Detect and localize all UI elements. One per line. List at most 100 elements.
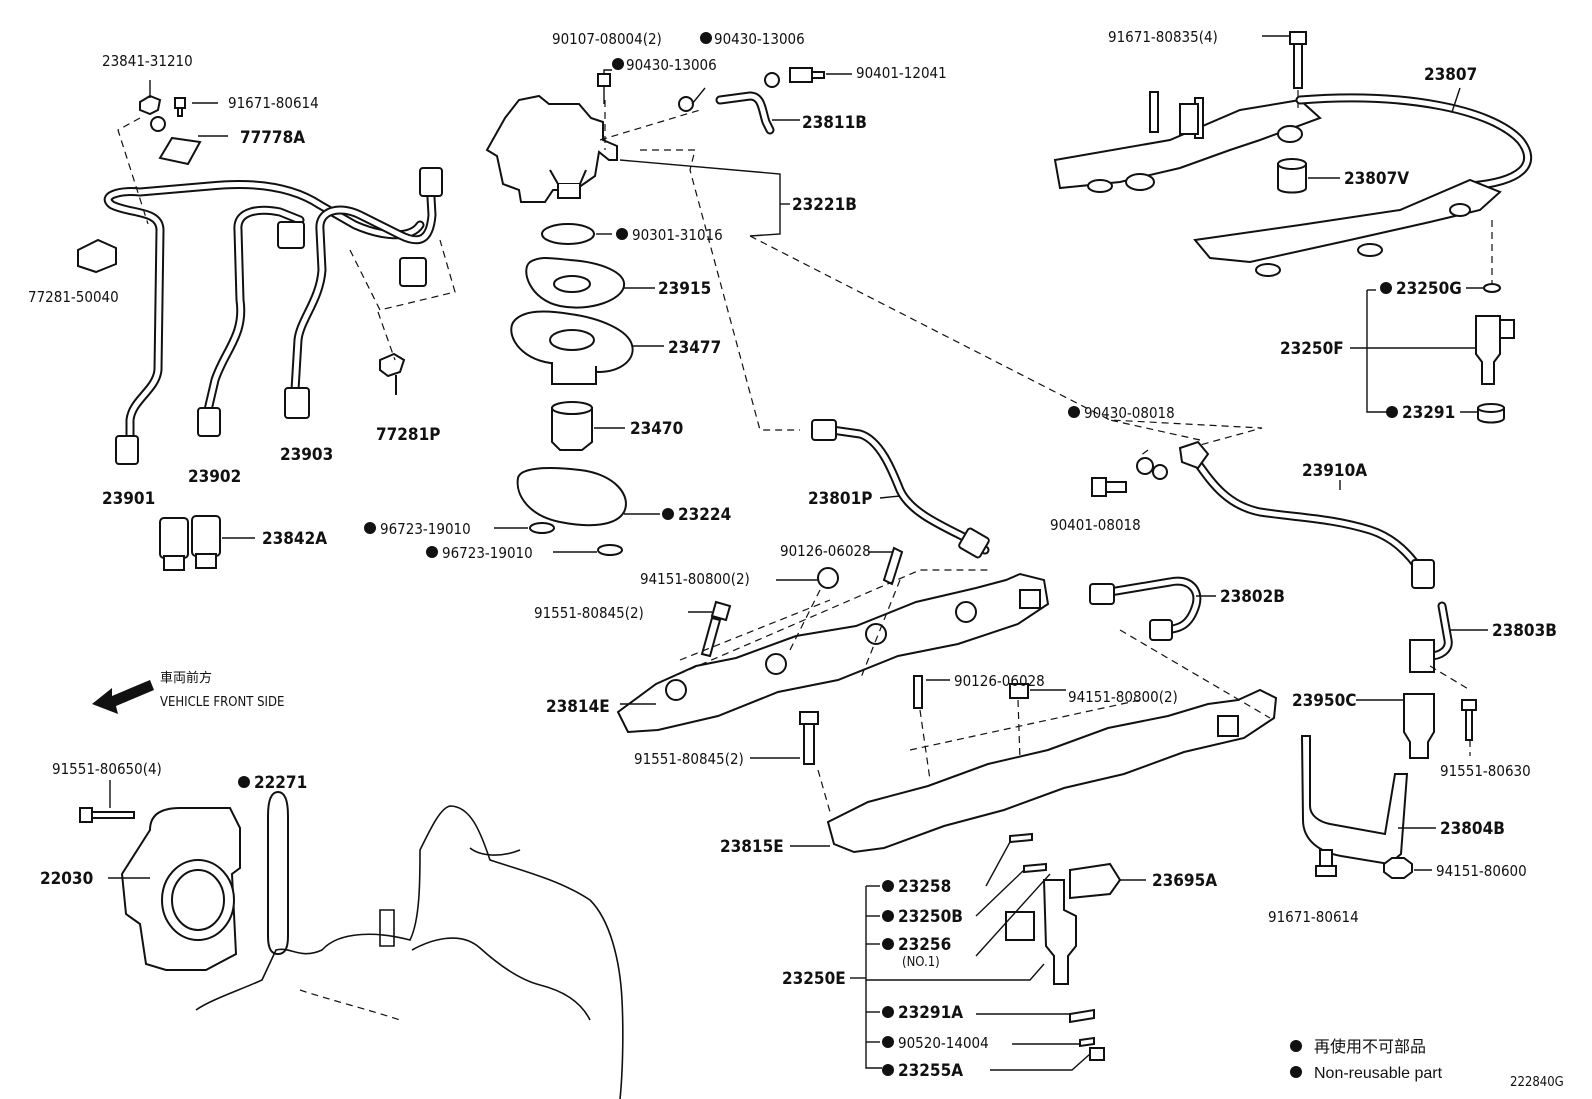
label-23250G: 23250G bbox=[1396, 279, 1462, 299]
label-94151-b: 94151-80800(2) bbox=[1068, 688, 1178, 706]
label-96723-b: 96723-19010 bbox=[442, 544, 533, 562]
label-91551-80650: 91551-80650(4) bbox=[52, 760, 162, 778]
clip-23841-part bbox=[139, 94, 162, 116]
label-23910A: 23910A bbox=[1302, 461, 1367, 481]
label-23250B: 23250B bbox=[898, 907, 963, 927]
bolt-91551-80845-a bbox=[700, 600, 732, 658]
label-90301: 90301-31016 bbox=[632, 226, 723, 244]
label-91551-80630: 91551-80630 bbox=[1440, 762, 1531, 780]
label-23901: 23901 bbox=[102, 489, 155, 509]
label-22030: 22030 bbox=[40, 869, 93, 889]
bolt-91551-80630 bbox=[1461, 699, 1477, 741]
nonreusable-dot-icon bbox=[426, 546, 438, 558]
label-23804B: 23804B bbox=[1440, 819, 1505, 839]
washer-90430-08018 bbox=[1136, 457, 1154, 475]
nonreusable-dot-icon bbox=[662, 508, 674, 520]
nut-94151-80600 bbox=[1383, 857, 1413, 879]
bolt-90401-08018 bbox=[1091, 477, 1127, 497]
injector-23250F bbox=[1475, 315, 1501, 385]
label-96723-a: 96723-19010 bbox=[380, 520, 471, 538]
nonreusable-dot-icon bbox=[882, 1064, 894, 1076]
bracket-23804B bbox=[1300, 735, 1409, 866]
direction-jp: 車両前方 bbox=[160, 670, 212, 686]
stud-90126-b bbox=[913, 675, 923, 709]
label-90430-08018: 90430-08018 bbox=[1084, 404, 1175, 422]
label-77778A: 77778A bbox=[240, 128, 305, 148]
nonreusable-dot-icon bbox=[1386, 406, 1398, 418]
cushion-23807V bbox=[1277, 163, 1307, 194]
bolt-91671-80614-b bbox=[1315, 849, 1337, 877]
direction-en: VEHICLE FRONT SIDE bbox=[160, 695, 284, 710]
clip-23695A bbox=[1069, 862, 1122, 900]
nonreusable-dot-icon bbox=[882, 938, 894, 950]
label-90520: 90520-14004 bbox=[898, 1034, 989, 1052]
seal-23250G bbox=[1483, 283, 1501, 293]
label-91671-80835: 91671-80835(4) bbox=[1108, 28, 1218, 46]
label-90401-08018: 90401-08018 bbox=[1050, 516, 1141, 534]
ring-23291A bbox=[1069, 1008, 1095, 1024]
label-23802B: 23802B bbox=[1220, 587, 1285, 607]
throttle-group bbox=[79, 780, 624, 1099]
label-23477: 23477 bbox=[668, 338, 721, 358]
connector-top-b bbox=[399, 257, 427, 287]
nonreusable-dot-icon bbox=[882, 1036, 894, 1048]
pump-group bbox=[485, 67, 1263, 556]
label-23291A: 23291A bbox=[898, 1003, 963, 1023]
oring-90301 bbox=[541, 223, 595, 245]
connector-top-a bbox=[277, 221, 305, 249]
diagram-code: 222840G bbox=[1510, 1075, 1564, 1090]
connector-23842A-part bbox=[159, 515, 221, 571]
label-23221B: 23221B bbox=[792, 195, 857, 215]
seal-23258 bbox=[1009, 832, 1033, 844]
nonreusable-dot-icon bbox=[364, 522, 376, 534]
gasket-77778A-part bbox=[158, 136, 202, 166]
nonreusable-dot-icon bbox=[1068, 406, 1080, 418]
label-23256: 23256 bbox=[898, 935, 951, 955]
connector-23903 bbox=[284, 387, 310, 419]
label-23950C: 23950C bbox=[1292, 691, 1356, 711]
cap-23255A bbox=[1089, 1047, 1105, 1061]
labels: 23841-31210 91671-80614 77778A 77281-500… bbox=[28, 28, 1557, 1081]
label-23807V: 23807V bbox=[1344, 169, 1409, 189]
label-23256-note: (NO.1) bbox=[902, 955, 940, 970]
nonreusable-dot-icon bbox=[882, 1006, 894, 1018]
nut-94151-b bbox=[1009, 683, 1029, 699]
label-23224: 23224 bbox=[678, 505, 731, 525]
label-94151-80600: 94151-80600 bbox=[1436, 862, 1527, 880]
label-23915: 23915 bbox=[658, 279, 711, 299]
fuel-pump-23221B bbox=[485, 94, 618, 203]
label-23815E: 23815E bbox=[720, 837, 784, 857]
label-23695A: 23695A bbox=[1152, 871, 1217, 891]
legend-en: Non-reusable part bbox=[1314, 1065, 1443, 1082]
fuel-rail-group bbox=[616, 546, 1278, 854]
bolt-91671-part bbox=[174, 97, 186, 117]
label-90126-b: 90126-06028 bbox=[954, 672, 1045, 690]
bolt-90401-12041 bbox=[789, 67, 825, 83]
stud-90126-a bbox=[882, 546, 904, 586]
front-arrow-icon bbox=[92, 680, 154, 714]
injector-23250E-group bbox=[850, 832, 1146, 1071]
label-90401-12041: 90401-12041 bbox=[856, 64, 947, 82]
legend-jp: 再使用不可部品 bbox=[1314, 1038, 1426, 1056]
label-23814E: 23814E bbox=[546, 697, 610, 717]
label-91551-80845-a: 91551-80845(2) bbox=[534, 604, 644, 622]
label-90107: 90107-08004(2) bbox=[552, 30, 662, 48]
label-23803B: 23803B bbox=[1492, 621, 1557, 641]
label-23841: 23841-31210 bbox=[102, 52, 193, 70]
label-90430-13006-a: 90430-13006 bbox=[714, 30, 805, 48]
nonreusable-dot-icon bbox=[1380, 282, 1392, 294]
gasket-23224 bbox=[516, 467, 627, 527]
label-23291: 23291 bbox=[1402, 403, 1455, 423]
oring-96723-a bbox=[529, 522, 555, 534]
label-23258: 23258 bbox=[898, 877, 951, 897]
nonreusable-dot-icon bbox=[1290, 1040, 1302, 1052]
label-91671-80614-b: 91671-80614 bbox=[1268, 908, 1359, 926]
fuel-rail-23815E bbox=[826, 688, 1278, 854]
label-23250E: 23250E bbox=[782, 969, 846, 989]
vehicle-front-indicator: 車両前方 VEHICLE FRONT SIDE bbox=[92, 670, 284, 714]
label-77281P: 77281P bbox=[376, 425, 440, 445]
label-22271: 22271 bbox=[254, 773, 307, 793]
connector-top-c bbox=[419, 167, 443, 197]
engine-outline bbox=[195, 805, 624, 1099]
label-23811B: 23811B bbox=[802, 113, 867, 133]
